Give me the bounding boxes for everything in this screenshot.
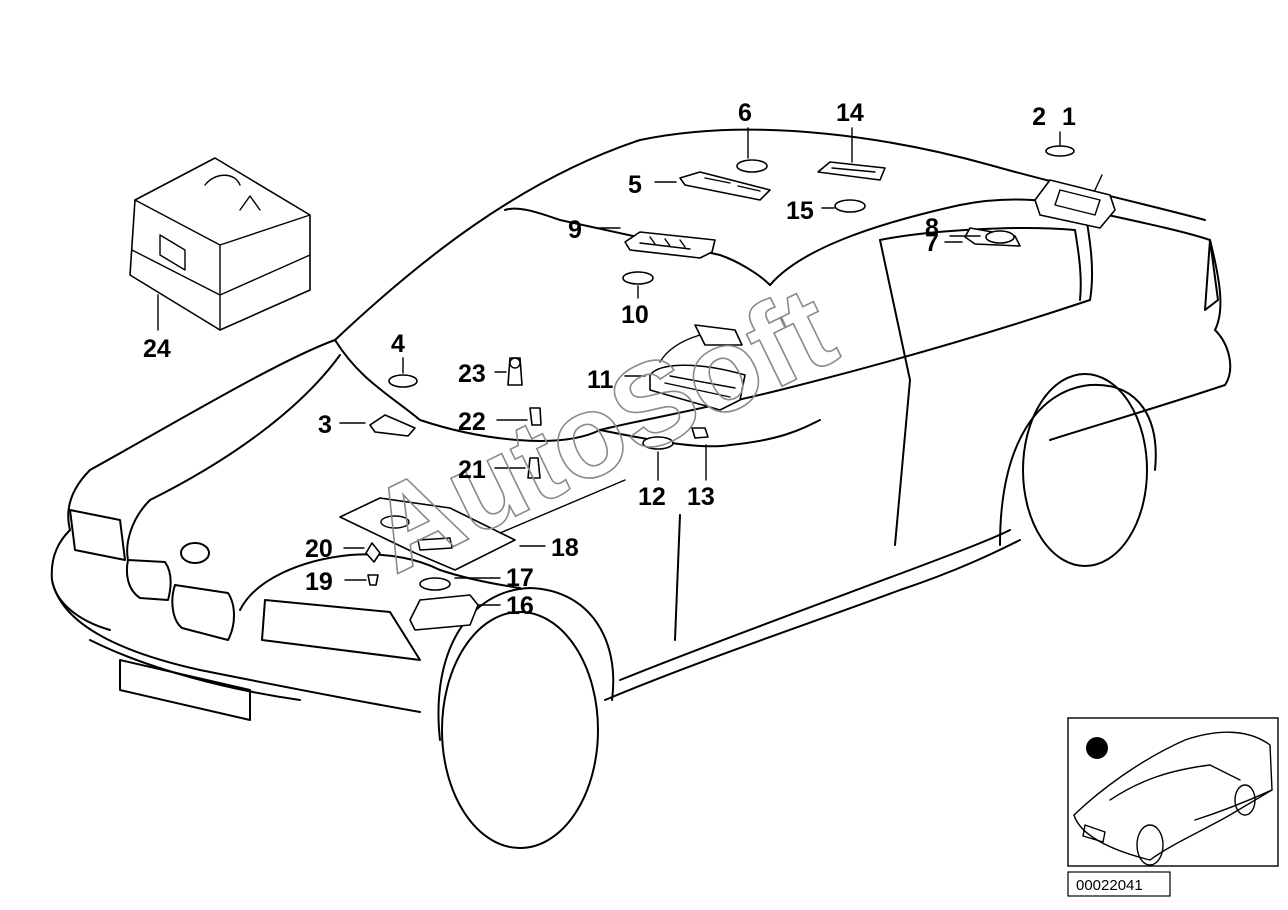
callout-19: 19 — [305, 568, 333, 596]
callout-22: 22 — [458, 408, 486, 436]
locator-inset — [1067, 717, 1279, 867]
part-17-bulb — [419, 577, 501, 591]
part-19-screw — [344, 574, 379, 586]
callout-9: 9 — [568, 216, 582, 244]
callout-5: 5 — [628, 171, 642, 199]
part-20-clip — [343, 542, 381, 563]
callout-17: 17 — [506, 564, 534, 592]
part-4-bulb — [388, 357, 418, 388]
callout-14: 14 — [836, 99, 864, 127]
part-2-bulb — [1045, 131, 1075, 157]
watermark-text: AutoSoft — [349, 261, 855, 598]
part-9-dome-light — [597, 227, 716, 259]
part-21-bulb — [494, 457, 541, 479]
part-16-glovebox-light — [409, 594, 501, 631]
part-15-bulb — [821, 199, 866, 213]
part-13-bulb — [691, 427, 709, 481]
part-12-bulb — [642, 436, 674, 481]
callout-20: 20 — [305, 535, 333, 563]
part-22-bulb — [496, 407, 542, 426]
callout-10: 10 — [621, 301, 649, 329]
callout-1: 1 — [1062, 103, 1076, 131]
car-body-outline — [50, 128, 1232, 849]
part-1-rear-interior-light — [1034, 174, 1116, 229]
callout-2: 2 — [1032, 103, 1046, 131]
diagram-number: 00022041 — [1076, 877, 1143, 894]
part-24-bulb-kit-box — [129, 157, 311, 331]
callout-4: 4 — [391, 330, 405, 358]
callout-21: 21 — [458, 456, 486, 484]
part-14-lens — [817, 127, 886, 181]
part-3-bracket — [339, 414, 416, 437]
part-10-bulb — [622, 271, 654, 299]
callout-15: 15 — [786, 197, 814, 225]
callout-12: 12 — [638, 483, 666, 511]
part-5-reading-light — [654, 171, 771, 201]
callout-3: 3 — [318, 411, 332, 439]
locator-dot-icon — [1086, 737, 1108, 759]
part-6-bulb — [736, 127, 768, 173]
part-18-cover-panel — [339, 479, 626, 571]
callout-11: 11 — [587, 366, 614, 394]
part-23-bulb — [494, 357, 523, 386]
callout-8: 8 — [925, 214, 939, 242]
callout-23: 23 — [458, 360, 486, 388]
callout-24: 24 — [143, 335, 171, 363]
callout-18: 18 — [551, 534, 579, 562]
callout-6: 6 — [738, 99, 752, 127]
diagram-number-box — [1067, 871, 1171, 897]
callout-16: 16 — [506, 592, 534, 620]
callout-7: 7 — [925, 229, 939, 257]
part-11-lamp-harness — [624, 324, 746, 411]
callout-13: 13 — [687, 483, 715, 511]
part-8-bulb — [949, 230, 1015, 244]
